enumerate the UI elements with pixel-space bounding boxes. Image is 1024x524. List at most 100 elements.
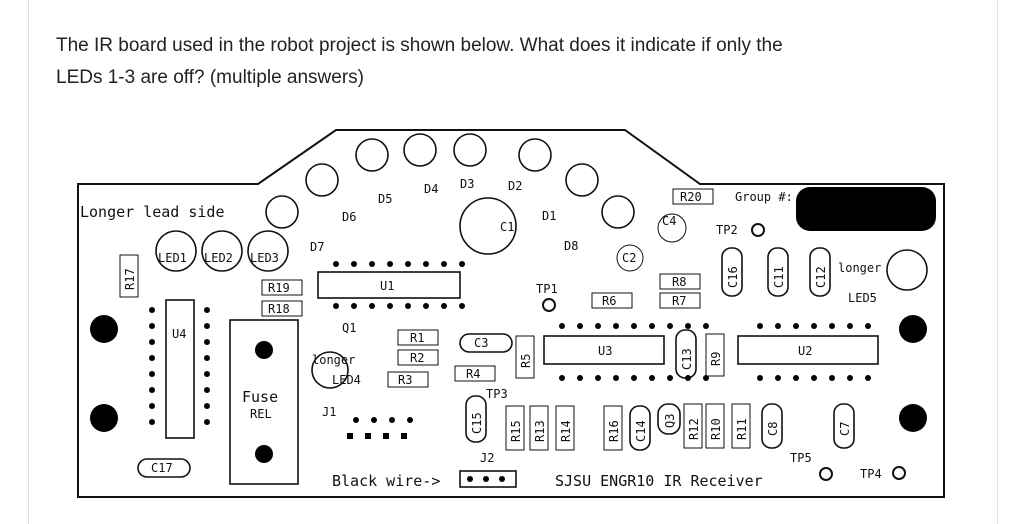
solder-pad (389, 417, 395, 423)
c2-label: C2 (622, 251, 636, 265)
solder-pad (757, 323, 763, 329)
c3-label: C3 (474, 336, 488, 350)
r7-label: R7 (672, 294, 686, 308)
solder-pad (577, 323, 583, 329)
solder-pad (351, 261, 357, 267)
solder-pad (649, 323, 655, 329)
led3-label: LED3 (250, 251, 279, 265)
r2-resistor (397, 349, 439, 366)
solder-pad (441, 261, 447, 267)
solder-pad (613, 375, 619, 381)
r19-resistor (261, 279, 303, 296)
solder-pad (149, 419, 155, 425)
solder-pad (149, 387, 155, 393)
c1-capacitor (459, 197, 517, 255)
r5-resistor (515, 335, 535, 379)
solder-pad (204, 371, 210, 377)
solder-pad (811, 375, 817, 381)
tp1-label: TP1 (536, 282, 558, 296)
c2-capacitor (616, 244, 644, 272)
r14-label: R14 (559, 420, 573, 442)
c15-label: C15 (470, 412, 484, 434)
question-line-2: LEDs 1-3 are off? (multiple answers) (56, 67, 364, 88)
fuse-pad-bottom (255, 445, 273, 463)
r15-resistor (505, 405, 525, 451)
r3-label: R3 (398, 373, 412, 387)
solder-pad (204, 323, 210, 329)
tp4-pad (892, 466, 906, 480)
r12-label: R12 (687, 418, 701, 440)
led4 (311, 351, 349, 389)
solder-pad (847, 375, 853, 381)
d2-label: D2 (508, 179, 522, 193)
solder-pad (365, 433, 371, 439)
solder-pad (559, 323, 565, 329)
r15-label: R15 (509, 420, 523, 442)
r17-resistor (119, 254, 139, 298)
solder-pad (613, 323, 619, 329)
u1-label: U1 (380, 279, 394, 293)
solder-pad (459, 303, 465, 309)
solder-pad (559, 375, 565, 381)
solder-pad (204, 307, 210, 313)
r14-resistor (555, 405, 575, 451)
r8-resistor (659, 273, 701, 290)
solder-pads (149, 261, 871, 482)
tp2-label: TP2 (716, 223, 738, 237)
longer-lead-side-label: Longer lead side (80, 203, 225, 221)
r11-resistor (731, 403, 751, 449)
solder-pad (793, 323, 799, 329)
u3-label: U3 (598, 344, 612, 358)
c17-label: C17 (151, 461, 173, 475)
solder-pad (423, 303, 429, 309)
solder-pad (829, 375, 835, 381)
led4-label: LED4 (332, 373, 361, 387)
r2-label: R2 (410, 351, 424, 365)
solder-pad (441, 303, 447, 309)
solder-pad (649, 375, 655, 381)
fuse-pad-top (255, 341, 273, 359)
c17-capacitor (137, 458, 191, 478)
u3-chip (543, 335, 665, 365)
r20-resistor (672, 188, 714, 205)
solder-pad (499, 476, 505, 482)
board-footer-label: SJSU ENGR10 IR Receiver (555, 472, 763, 490)
solder-pad (405, 303, 411, 309)
solder-pad (407, 417, 413, 423)
r13-label: R13 (533, 420, 547, 442)
solder-pad (204, 403, 210, 409)
tp1-pad (542, 298, 556, 312)
r17-label: R17 (123, 268, 137, 290)
u2-chip (737, 335, 879, 365)
solder-pad (383, 433, 389, 439)
solder-pad (847, 323, 853, 329)
c13-label: C13 (680, 348, 694, 370)
c3-capacitor (459, 333, 513, 353)
solder-pad (347, 433, 353, 439)
tp2-pad (751, 223, 765, 237)
c7-label: C7 (838, 422, 852, 436)
solder-pad (811, 323, 817, 329)
r16-label: R16 (607, 420, 621, 442)
d6-label: D6 (342, 210, 356, 224)
solder-pad (149, 307, 155, 313)
solder-pad (387, 261, 393, 267)
r3-resistor (387, 371, 429, 388)
solder-pad (204, 419, 210, 425)
d4-label: D4 (424, 182, 438, 196)
u4-chip (165, 299, 195, 439)
solder-pad (353, 417, 359, 423)
group-label: Group #: (735, 190, 793, 204)
u1-chip (317, 271, 461, 299)
u4-label: U4 (172, 327, 186, 341)
r1-resistor (397, 329, 439, 346)
d8-label: D8 (564, 239, 578, 253)
solder-pad (577, 375, 583, 381)
d7-label: D7 (310, 240, 324, 254)
c8-capacitor (761, 403, 783, 449)
led2: LED2 (201, 230, 243, 272)
mounting-hole-top-left (90, 315, 118, 343)
c16-label: C16 (726, 266, 740, 288)
r7-resistor (659, 292, 701, 309)
solder-pad (829, 323, 835, 329)
